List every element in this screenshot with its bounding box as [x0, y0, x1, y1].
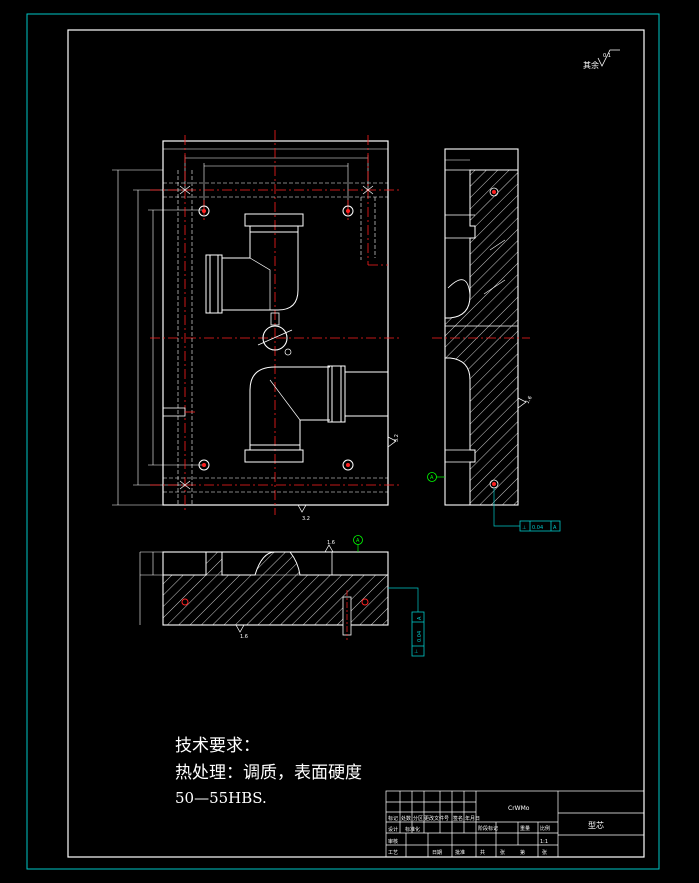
- outer-sheet-border: [26, 13, 660, 870]
- tb-role-3: 工艺: [388, 850, 398, 856]
- roughness-note-value: 0.1: [603, 53, 611, 59]
- tb-sheet-3: 张: [542, 849, 547, 856]
- tb-role-5: 批准: [455, 849, 465, 856]
- tb-stage-1: 重量: [520, 825, 530, 832]
- tb-role-2: 审核: [388, 838, 398, 845]
- bottom-tolerance-symbol: ⊥: [414, 649, 418, 655]
- tb-header-1: 处数: [401, 815, 411, 822]
- title-block: [385, 790, 645, 858]
- side-roughness-value: 1.6: [525, 395, 534, 405]
- tb-header-5: 年月日: [465, 815, 480, 822]
- front-view-holes: [198, 205, 354, 471]
- title-block-text: 标记 处数 分区 更改文件号 签名 年月日 设计 标准化 审核 工艺 日期 批准…: [388, 805, 604, 856]
- tb-stage-2: 比例: [540, 825, 550, 832]
- side-view-hatched-body: [444, 169, 519, 506]
- corner-bolt-marks: [179, 185, 374, 490]
- front-view: 3.2 3.2: [112, 130, 400, 522]
- bottom-view: 1.6 1.6 A ⊥ 0.04 A: [139, 535, 425, 657]
- tb-sheet-0: 共: [480, 849, 485, 856]
- front-view-outline: [162, 140, 389, 506]
- tb-header-2: 分区: [413, 815, 423, 822]
- side-tolerance-value: 0.04: [532, 525, 543, 531]
- side-tolerance-datum: A: [553, 525, 557, 531]
- inner-frame: [67, 29, 645, 858]
- tb-sheet-2: 第: [520, 849, 525, 856]
- bottom-view-outline: [162, 551, 389, 626]
- surface-roughness-note: 其余 0.1: [583, 49, 620, 70]
- side-datum-letter: A: [430, 475, 434, 481]
- tb-stage-0: 阶段标记: [478, 825, 498, 832]
- bottom-view-hatched-body: [162, 551, 389, 626]
- front-roughness-bottom: 3.2: [297, 504, 318, 522]
- tb-role-1: 标准化: [405, 826, 420, 833]
- bottom-tolerance-datum: A: [417, 616, 423, 620]
- tech-req-heading: 技术要求：: [175, 736, 260, 756]
- tb-role-4: 日期: [432, 850, 442, 856]
- lower-elbow-cavity: [244, 365, 388, 463]
- tb-material: CrWMo: [508, 805, 530, 812]
- front-roughness-right: 3.2: [387, 434, 400, 448]
- technical-requirements: 技术要求： 热处理：调质，表面硬度 50—55HBS.: [175, 736, 362, 807]
- bottom-datum-marker: A: [353, 535, 363, 552]
- front-roughness-bottom-value: 3.2: [302, 516, 310, 522]
- bottom-roughness-bottom-value: 1.6: [240, 634, 248, 640]
- tb-scale: 1:1: [540, 839, 548, 845]
- bottom-tolerance-value: 0.04: [417, 631, 423, 642]
- front-view-hidden-lines: [163, 170, 388, 505]
- side-datum-marker: A: [427, 472, 445, 482]
- tech-req-line2: 50—55HBS.: [175, 789, 267, 807]
- tb-header-3: 更改文件号: [424, 815, 449, 822]
- tech-req-line1: 热处理：调质，表面硬度: [175, 763, 362, 783]
- bottom-datum-letter: A: [356, 538, 360, 544]
- front-roughness-right-value: 3.2: [394, 434, 400, 442]
- roughness-note-label: 其余: [583, 60, 599, 70]
- tb-sheet-1: 张: [500, 849, 505, 856]
- center-sprue: [257, 312, 293, 356]
- tb-part-name: 型芯: [588, 820, 604, 830]
- tb-header-0: 标记: [388, 815, 398, 822]
- side-tolerance-symbol: ⊥: [522, 525, 526, 531]
- side-view: 1.6 A ⊥ 0.04 A: [427, 148, 561, 532]
- side-tolerance-frame: ⊥ 0.04 A: [493, 488, 561, 532]
- bottom-roughness-top-value: 1.6: [327, 540, 335, 546]
- upper-elbow-cavity: [205, 213, 304, 314]
- tb-role-0: 设计: [388, 826, 398, 833]
- roughness-symbol: [597, 49, 620, 67]
- front-view-dimensions: [112, 141, 389, 506]
- side-view-outline: [444, 148, 519, 506]
- tb-header-4: 签名: [453, 815, 463, 822]
- guide-pin-left: [162, 407, 195, 417]
- bottom-tolerance-frame: ⊥ 0.04 A: [388, 587, 425, 657]
